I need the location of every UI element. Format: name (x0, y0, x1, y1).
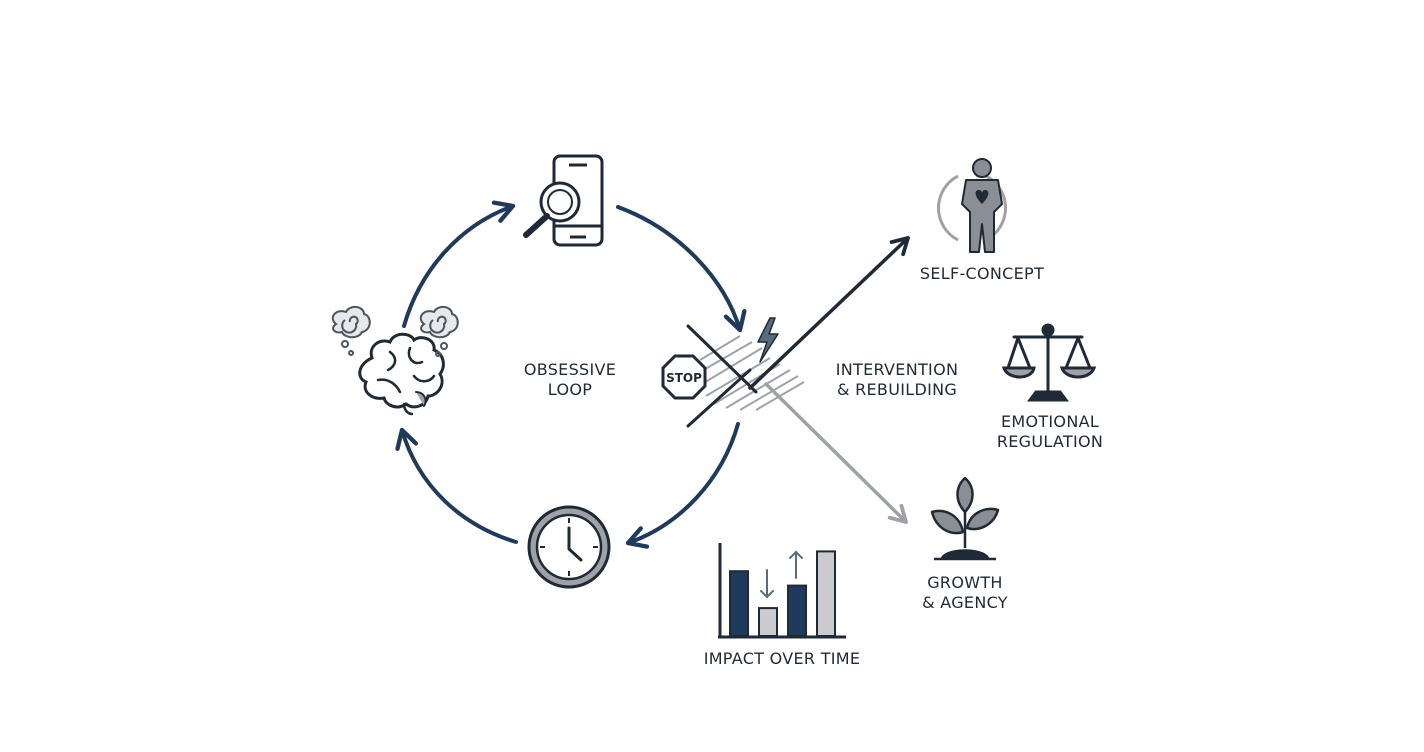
stop-sign-text: STOP (666, 371, 702, 385)
person-heart-icon (936, 158, 1008, 253)
emotional-line1: EMOTIONAL (1000, 412, 1100, 431)
loop-arrow-phone-to-stop (616, 205, 747, 333)
chart-bar-4 (816, 550, 836, 638)
stop-sign-icon: STOP (661, 354, 707, 400)
growth-agency-label: GROWTH & AGENCY (900, 573, 1030, 613)
loop-arrows (395, 200, 747, 549)
chart-bar-1 (729, 570, 749, 638)
break-cross (686, 324, 758, 428)
clock-icon (527, 505, 611, 589)
obsessive-loop-label: OBSESSIVE LOOP (505, 360, 635, 400)
chart-bar-2 (758, 607, 778, 637)
growth-line1: GROWTH (927, 573, 1003, 592)
obsessive-loop-line1: OBSESSIVE (523, 360, 617, 379)
loop-arrow-brain-to-phone (402, 200, 516, 328)
chart-bars (729, 550, 836, 638)
trend-down-arrow-icon (760, 569, 774, 599)
trend-up-arrow-icon (789, 550, 803, 579)
chart-bar-3 (787, 584, 807, 637)
emotional-line2: REGULATION (996, 432, 1104, 451)
intervention-line1: INTERVENTION (835, 360, 959, 379)
break-hatching (699, 335, 805, 411)
self-concept-label: SELF-CONCEPT (902, 264, 1062, 284)
thought-swirl-icon (331, 306, 459, 357)
sprout-icon (930, 476, 1000, 561)
arrow-to-self-concept (748, 236, 910, 390)
bar-chart-icon (718, 543, 846, 639)
arrow-to-growth (764, 382, 908, 524)
loop-arrow-stop-to-clock (625, 422, 740, 549)
emotional-regulation-label: EMOTIONAL REGULATION (980, 412, 1120, 452)
brain-icon (358, 332, 445, 416)
impact-over-time-label: IMPACT OVER TIME (692, 649, 872, 669)
phone-search-icon (523, 154, 604, 247)
growth-line2: & AGENCY (922, 593, 1008, 612)
intervention-line2: & REBUILDING (836, 380, 958, 399)
impact-text: IMPACT OVER TIME (703, 649, 861, 668)
intervention-label: INTERVENTION & REBUILDING (822, 360, 972, 400)
self-concept-text: SELF-CONCEPT (919, 264, 1045, 283)
scale-icon (1001, 323, 1097, 402)
loop-arrow-clock-to-brain (395, 427, 518, 544)
obsessive-loop-line2: LOOP (547, 380, 593, 399)
lightning-icon (757, 317, 779, 363)
